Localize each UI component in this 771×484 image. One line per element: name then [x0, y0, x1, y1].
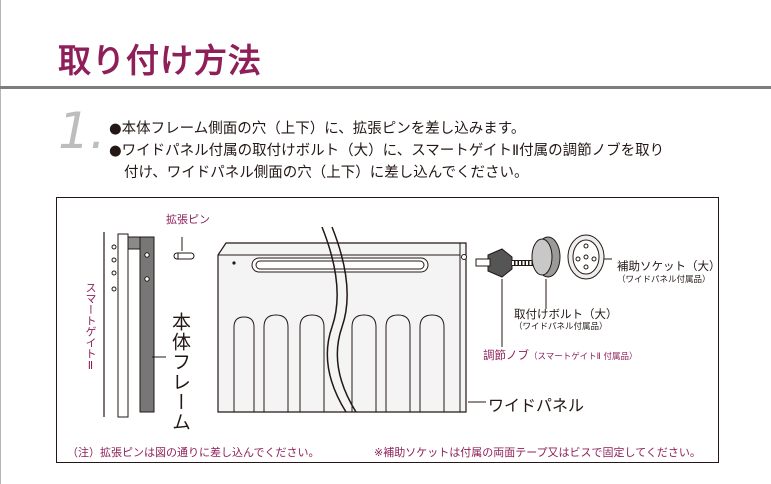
label-mounting-bolt: 取付けボルト（大）: [514, 307, 618, 321]
installation-diagram: [103, 226, 612, 418]
label-adjust-knob-text: 調節ノブ: [483, 348, 529, 362]
label-wide-panel: ワイドパネル: [488, 396, 585, 415]
title-divider: [0, 86, 771, 89]
instruction-line-2: ●ワイドパネル付属の取付けボルト（大）に、スマートゲイトⅡ付属の調節ノブを取り: [109, 143, 665, 159]
label-adjust-knob: 調節ノブ（スマートゲイトⅡ 付属品）: [483, 347, 637, 363]
label-main-frame: 本体フレーム: [169, 312, 191, 432]
note-expansion-pin: （注）拡張ピンは図の通りに差し込んでください。: [67, 446, 320, 459]
auxiliary-socket-illustration: [567, 234, 612, 280]
adjust-knob-bolt-illustration: [475, 236, 561, 347]
label-mounting-bolt-note: （ワイドパネル付属品）: [514, 322, 608, 332]
label-expansion-pin: 拡張ピン: [166, 213, 210, 226]
expansion-pin-illustration: [173, 237, 195, 260]
wide-panel-illustration: [217, 226, 486, 413]
note-auxiliary-socket: ※補助ソケットは付属の両面テープ又はビスで固定してください。: [374, 446, 701, 459]
label-auxiliary-socket-note: （ワイドパネル付属品）: [617, 275, 711, 285]
label-auxiliary-socket: 補助ソケット（大）: [617, 259, 721, 273]
label-smart-gate: スマートゲイトⅡ: [84, 282, 97, 372]
smart-gate-frame-illustration: [103, 232, 155, 418]
label-adjust-knob-note: （スマートゲイトⅡ 付属品）: [529, 352, 638, 362]
instruction-line-1: ●本体フレーム側面の穴（上下）に、拡張ピンを差し込みます。: [109, 121, 526, 137]
page-title: 取り付け方法: [58, 41, 262, 80]
step-number: 1.: [58, 102, 106, 160]
instruction-line-3: 付け、ワイドパネル側面の穴（上下）に差し込んでください。: [124, 165, 529, 181]
left-margin-line: [0, 0, 9, 484]
